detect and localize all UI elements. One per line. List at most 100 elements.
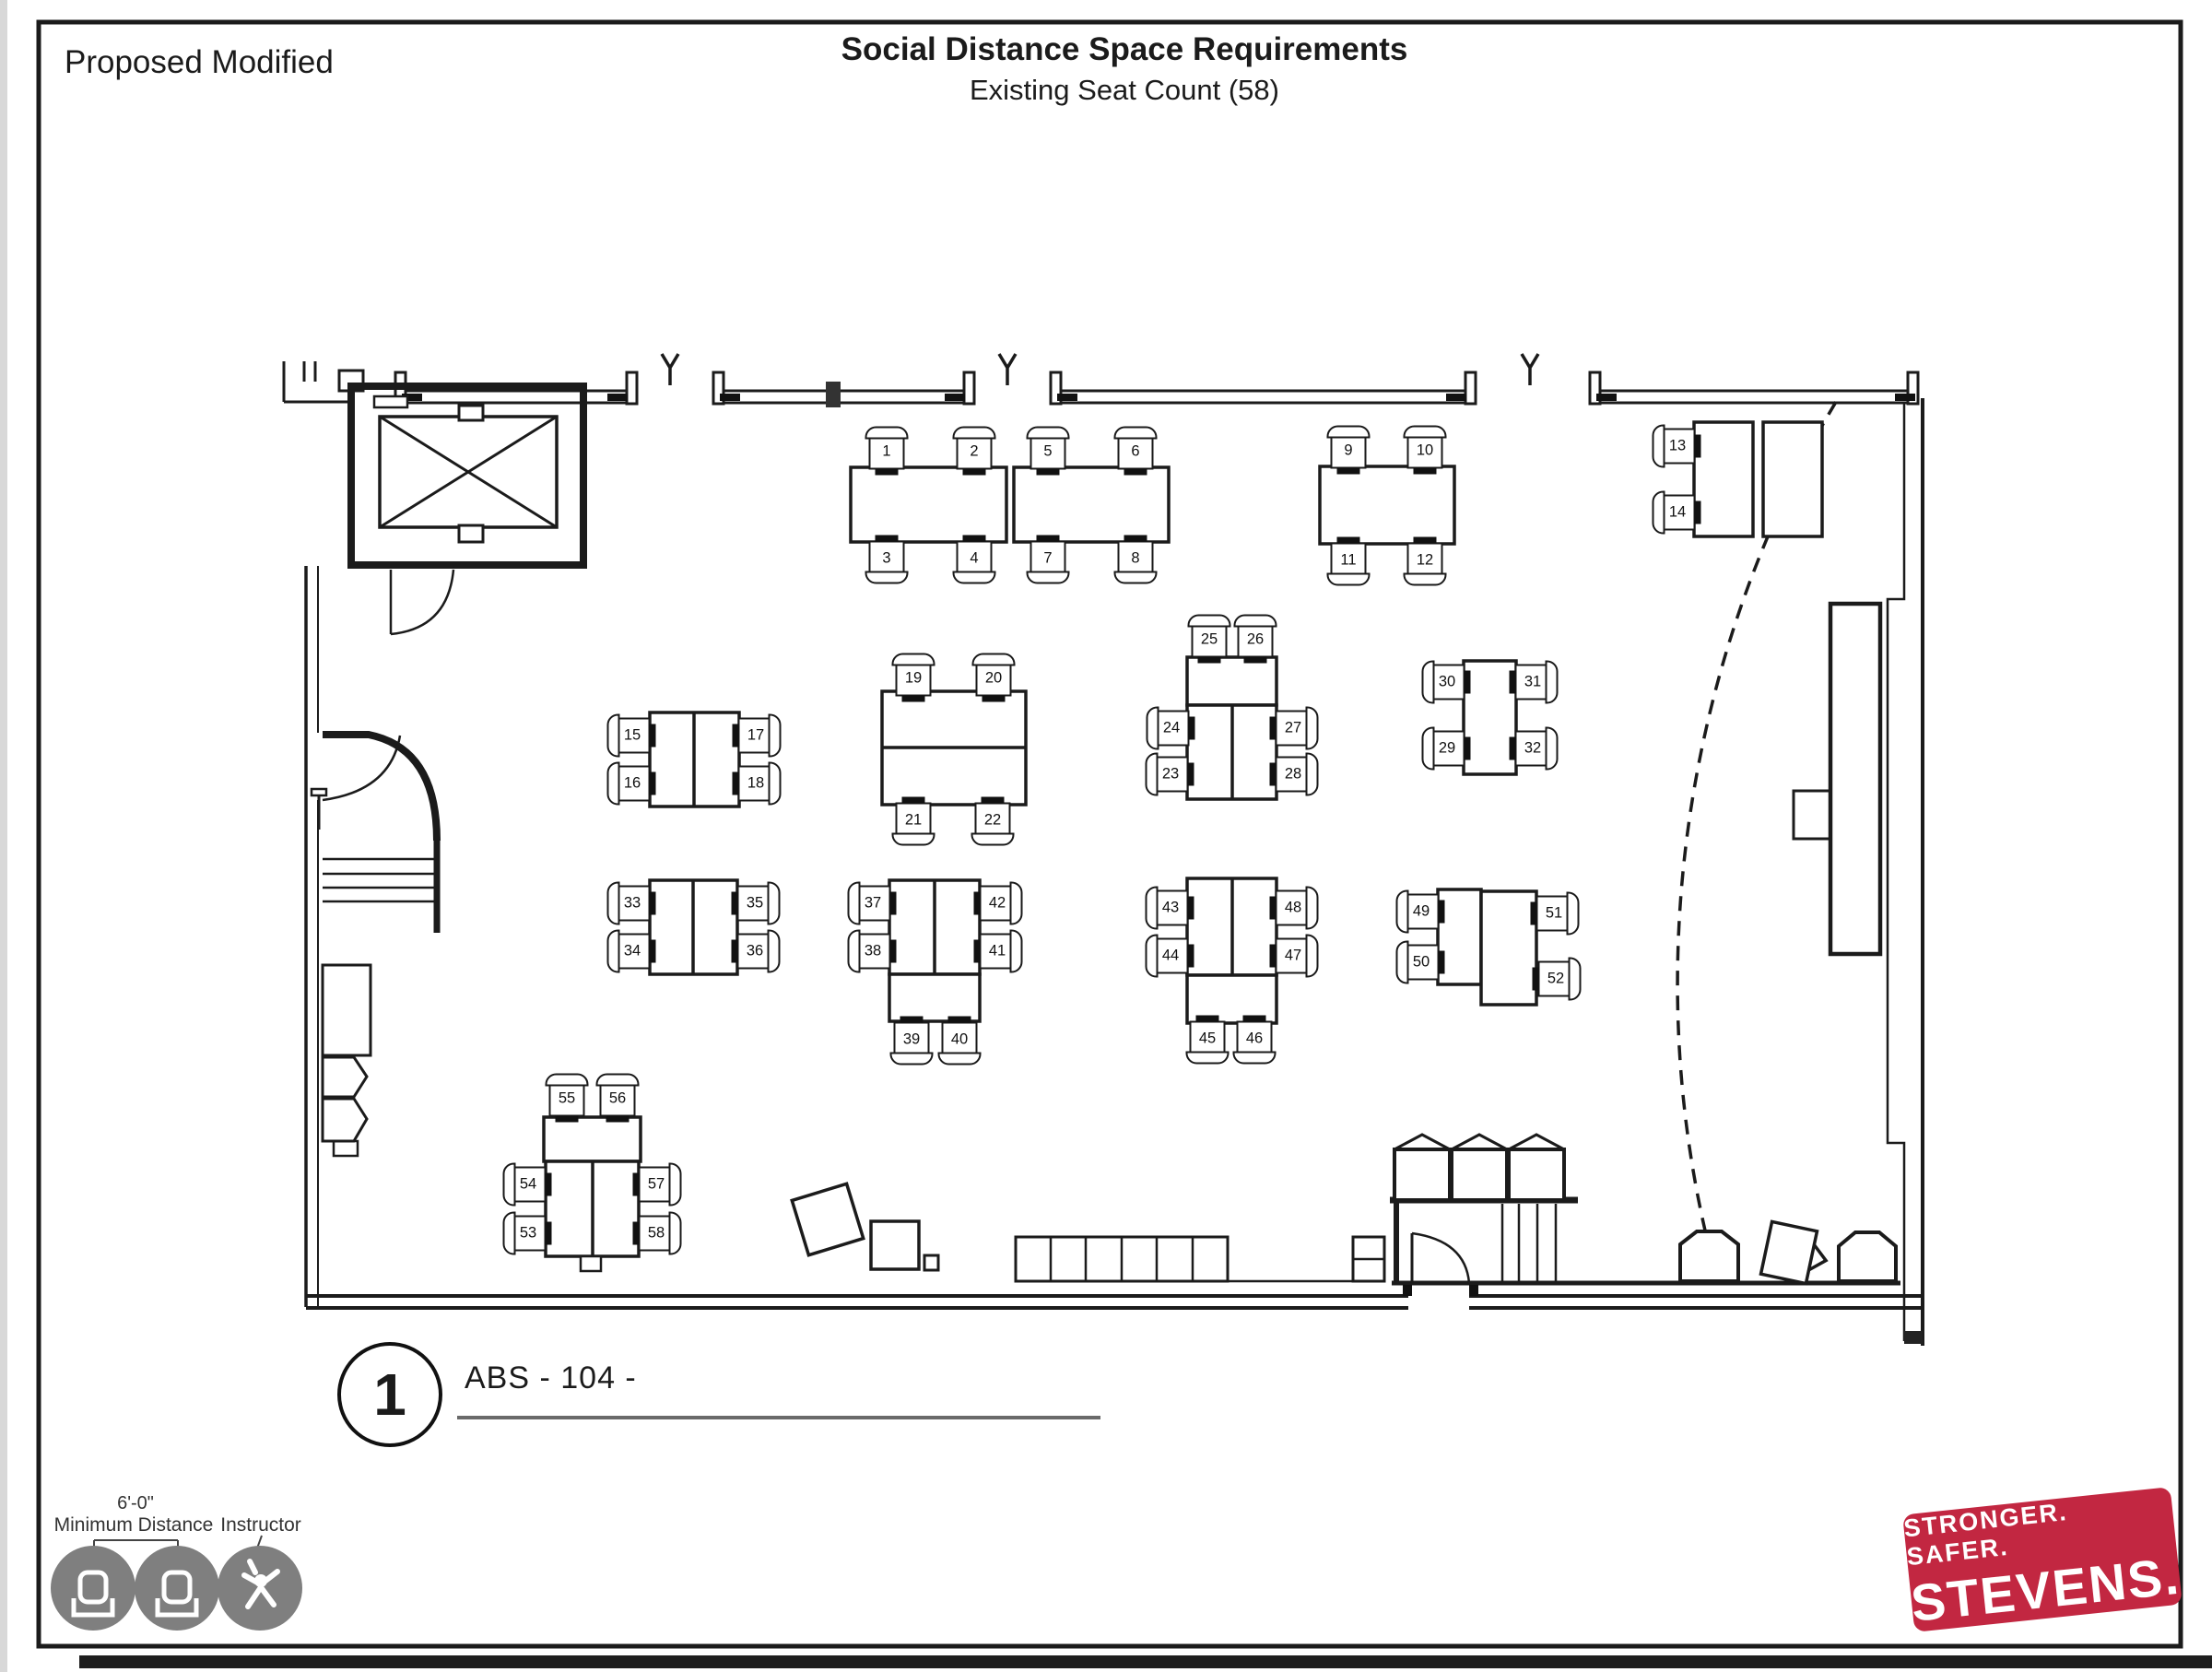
scan-edge-left — [0, 0, 7, 1672]
seat-49: 49 — [1395, 889, 1445, 934]
plan-annotation: Proposed Modified — [65, 44, 334, 80]
room-label-underline — [457, 1416, 1100, 1419]
legend-instructor-label: Instructor — [220, 1514, 301, 1536]
table — [542, 1115, 642, 1163]
right-wall — [1886, 398, 1924, 1346]
misc-furniture — [790, 1182, 940, 1272]
counter-cabinets — [1014, 1235, 1386, 1283]
seat-54: 54 — [502, 1162, 552, 1207]
seat-29: 29 — [1421, 726, 1471, 771]
seat-17: 17 — [732, 713, 782, 758]
seat-38: 38 — [847, 929, 897, 973]
alcove-equipment — [1390, 1133, 1578, 1281]
room-label: ABS - 104 - — [465, 1360, 637, 1395]
seat-2: 2 — [952, 426, 996, 476]
title-block: Social Distance Space Requirements Exist… — [645, 31, 1604, 107]
seat-53: 53 — [502, 1211, 552, 1255]
scan-edge-bottom — [79, 1655, 2212, 1668]
seat-37: 37 — [847, 881, 897, 925]
seat-24: 24 — [1146, 706, 1195, 750]
seat-55: 55 — [545, 1073, 589, 1123]
seat-45: 45 — [1185, 1015, 1230, 1065]
left-cabinets — [321, 963, 372, 1158]
seat-48: 48 — [1269, 886, 1319, 930]
drawing-callout-number: 1 — [337, 1342, 442, 1447]
sheet-border — [36, 19, 2183, 1649]
seat-15: 15 — [606, 713, 656, 758]
seat-46: 46 — [1232, 1015, 1277, 1065]
bottom-door-swing — [1411, 1231, 1471, 1284]
seat-36: 36 — [731, 929, 781, 973]
seat-13: 13 — [1652, 424, 1701, 468]
left-wall — [304, 566, 319, 1307]
instructor-icon — [241, 1559, 280, 1609]
seat-9: 9 — [1326, 425, 1371, 475]
seat-27: 27 — [1269, 706, 1319, 750]
railing — [1500, 1204, 1558, 1281]
seat-26: 26 — [1233, 614, 1277, 664]
seat-30: 30 — [1421, 660, 1471, 704]
seat-23: 23 — [1145, 752, 1194, 796]
seat-34: 34 — [606, 929, 656, 973]
seat-5: 5 — [1026, 426, 1070, 476]
seat-47: 47 — [1269, 934, 1319, 978]
table — [1761, 420, 1824, 538]
entry-door-swing — [322, 735, 402, 802]
elevator — [347, 383, 587, 636]
seat-32: 32 — [1509, 726, 1559, 771]
seat-12: 12 — [1403, 536, 1447, 586]
seat-3: 3 — [865, 535, 909, 584]
seat-7: 7 — [1026, 535, 1070, 584]
seat-58: 58 — [632, 1211, 682, 1255]
stairs — [323, 857, 435, 903]
table — [1012, 465, 1171, 544]
seat-8: 8 — [1113, 535, 1158, 584]
seat-33: 33 — [606, 881, 656, 925]
seat-10: 10 — [1403, 425, 1447, 475]
seat-18: 18 — [732, 761, 782, 806]
table — [888, 972, 982, 1023]
projection-screen-line — [1676, 401, 1838, 1231]
seat-25: 25 — [1187, 614, 1231, 664]
seat-20: 20 — [971, 653, 1016, 702]
seat-39: 39 — [889, 1016, 934, 1066]
table — [1692, 420, 1755, 538]
seat-14: 14 — [1652, 490, 1701, 535]
top-wall-windows — [394, 371, 1920, 407]
seat-4: 4 — [952, 535, 996, 584]
seat-icon — [155, 1570, 199, 1618]
whiteboard — [1792, 601, 1883, 957]
wall-column — [826, 382, 841, 407]
legend-icons — [51, 1535, 302, 1631]
table — [1462, 659, 1518, 776]
seat-6: 6 — [1113, 426, 1158, 476]
table — [1479, 889, 1538, 1007]
seat-28: 28 — [1269, 752, 1319, 796]
seat-21: 21 — [891, 796, 935, 846]
seat-43: 43 — [1145, 886, 1194, 930]
elevator-door-swing — [389, 569, 455, 636]
window-break-markers — [660, 353, 1540, 385]
seat-35: 35 — [731, 881, 781, 925]
seat-42: 42 — [973, 881, 1023, 925]
seat-51: 51 — [1530, 891, 1580, 936]
seat-52: 52 — [1532, 957, 1582, 1001]
seat-22: 22 — [971, 796, 1015, 846]
seat-56: 56 — [595, 1073, 640, 1123]
seat-31: 31 — [1509, 660, 1559, 704]
seat-57: 57 — [632, 1162, 682, 1207]
legend-min-distance-label: Minimum Distance — [53, 1514, 214, 1536]
table — [849, 465, 1008, 544]
seat-50: 50 — [1395, 940, 1445, 984]
bottom-door — [1394, 1200, 1478, 1296]
seat-16: 16 — [606, 761, 656, 806]
tables — [542, 420, 1824, 1273]
table — [1185, 973, 1278, 1025]
seat-41: 41 — [973, 929, 1023, 973]
bottom-right-chairs — [1678, 1219, 1898, 1286]
seat-11: 11 — [1326, 536, 1371, 586]
page-subtitle: Existing Seat Count (58) — [969, 74, 1279, 106]
seat-1: 1 — [865, 426, 909, 476]
